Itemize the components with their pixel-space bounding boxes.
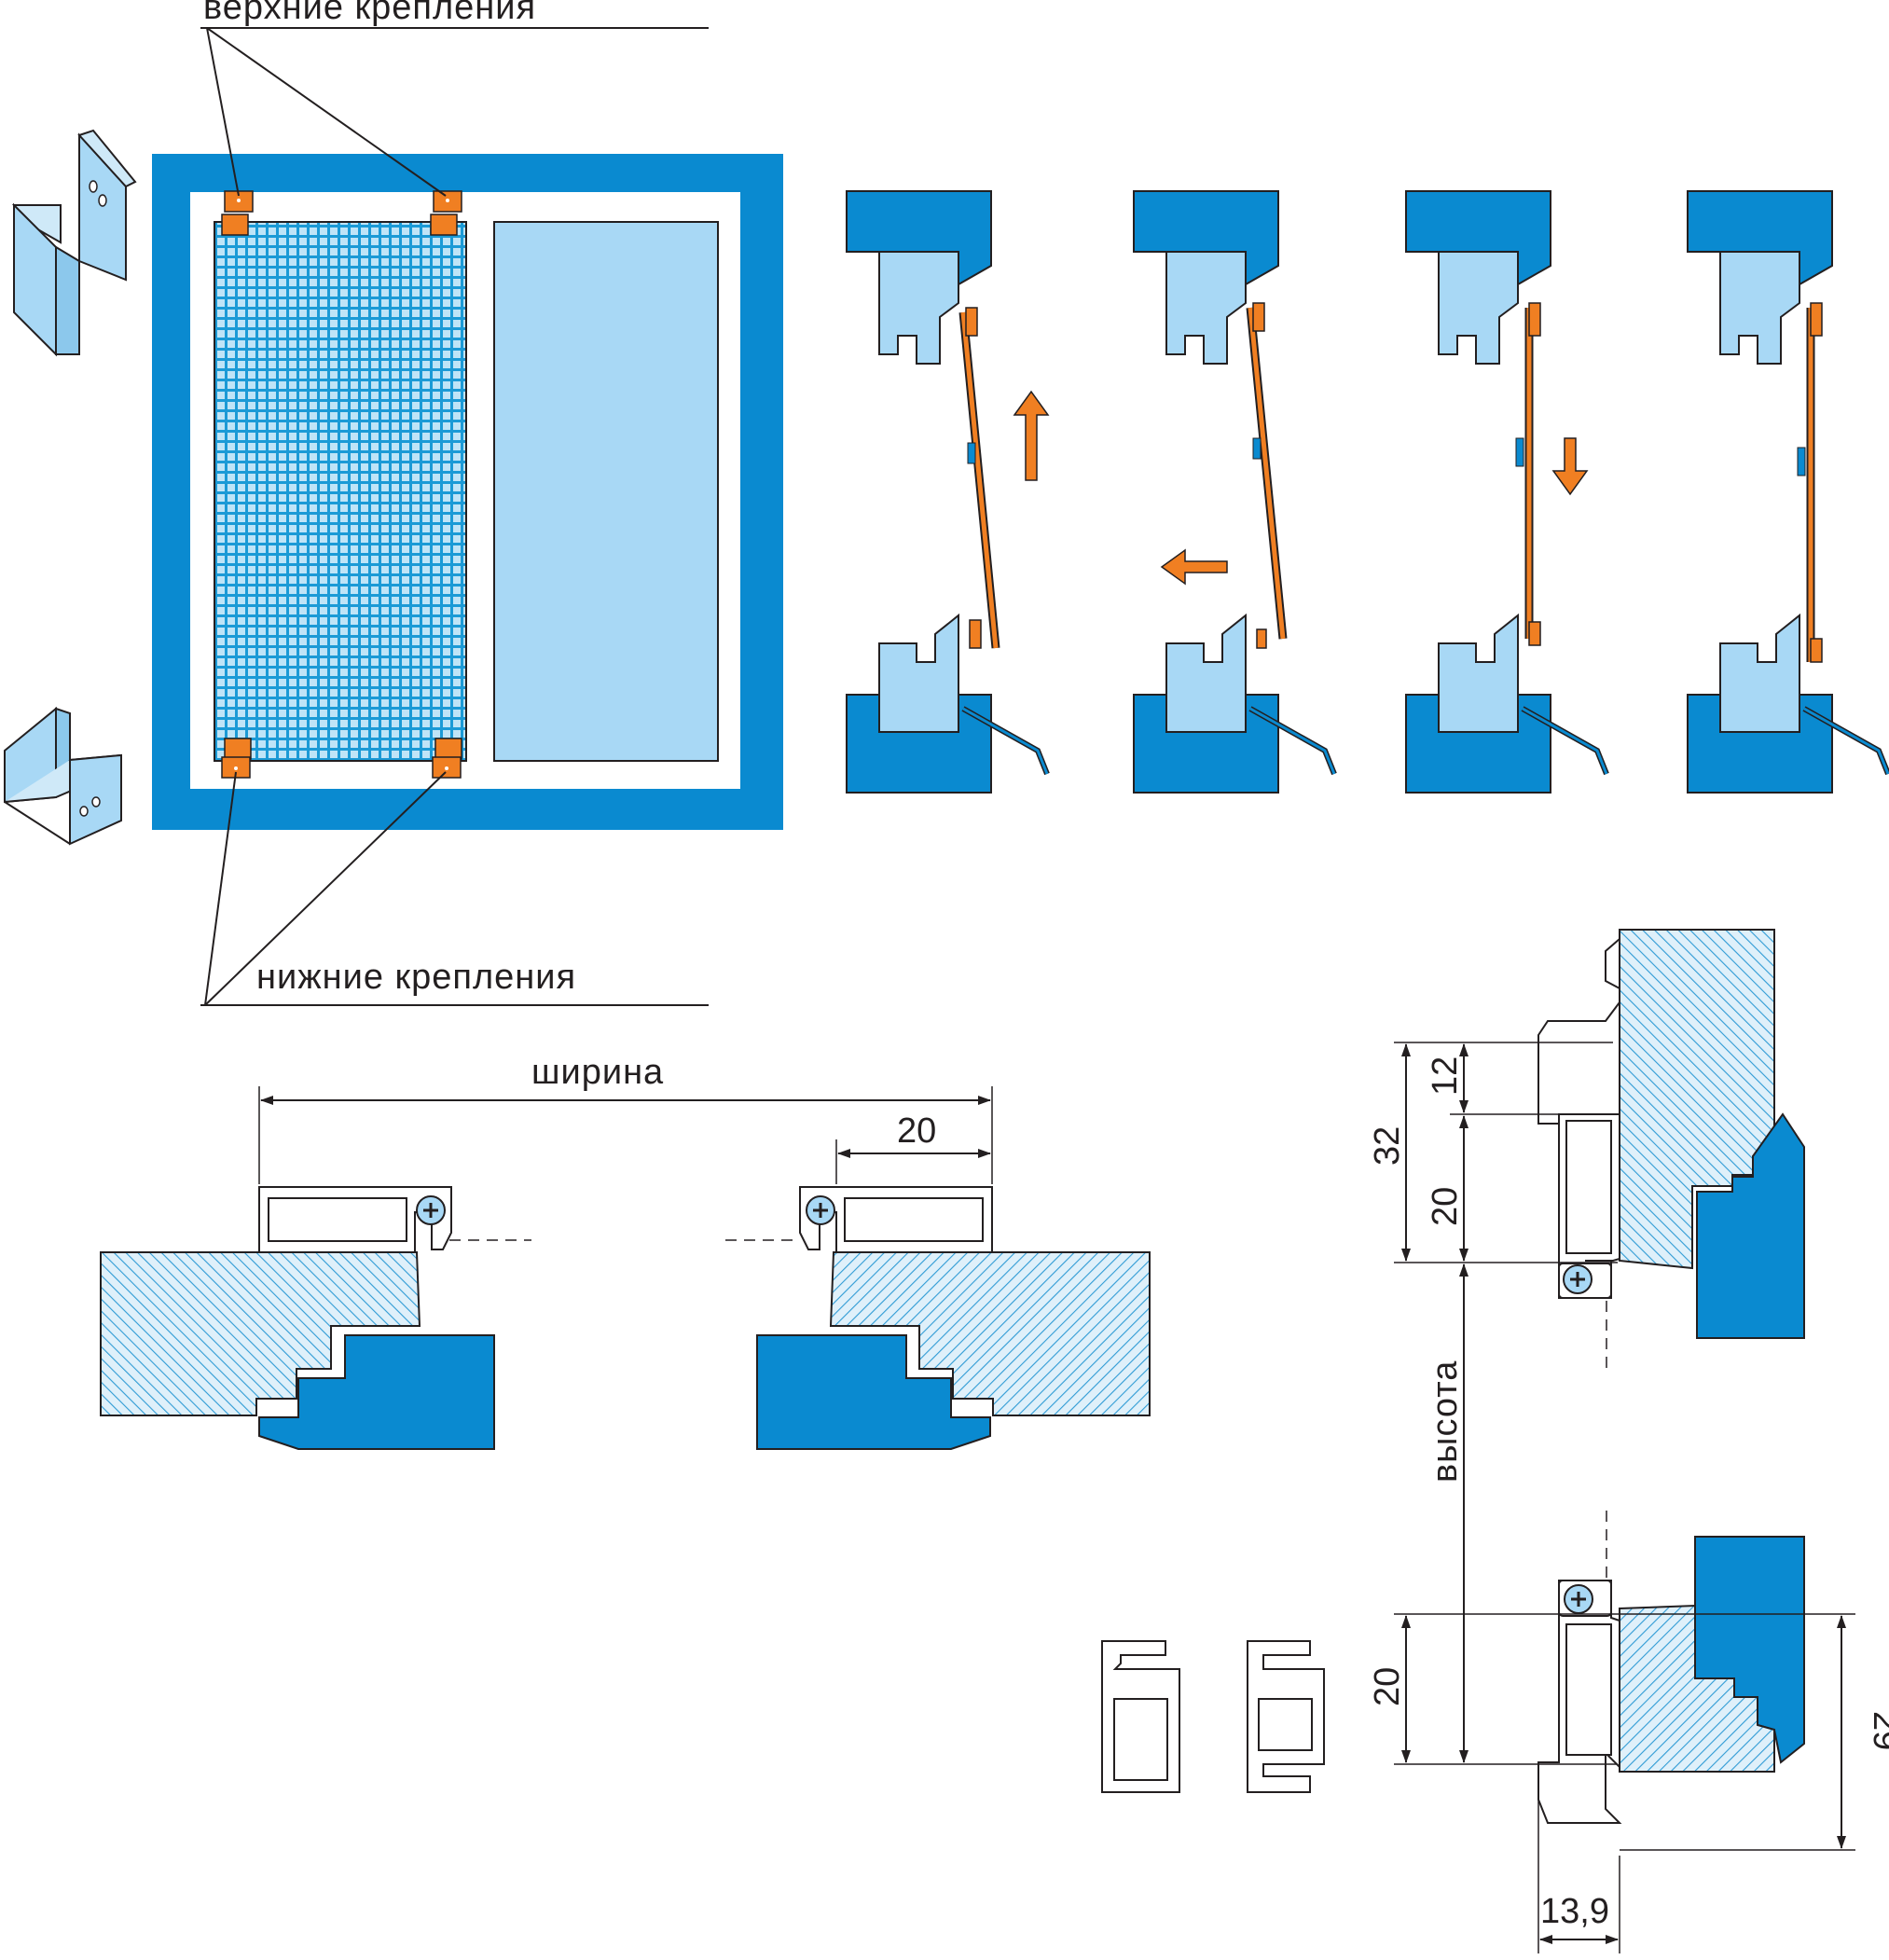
bottom-total-dimension: 29 — [1866, 1711, 1889, 1750]
width-label: ширина — [531, 1053, 664, 1092]
arrow-up-icon — [1013, 390, 1050, 481]
screw-icon — [1563, 1583, 1594, 1615]
window-front-view — [152, 154, 783, 830]
bottom-fastener-left — [221, 738, 252, 779]
glass-pane — [493, 221, 719, 762]
top-gap-dimension: 12 — [1426, 1056, 1465, 1096]
height-section-view: 32 12 20 высота 20 29 13,9 — [1368, 929, 1889, 1953]
bottom-fastener-right — [432, 738, 462, 779]
top-fastener-right — [430, 190, 462, 236]
z-bracket-icon — [12, 129, 137, 357]
top-total-dimension: 32 — [1368, 1126, 1407, 1166]
screw-icon — [415, 1194, 447, 1226]
bottom-profile-dimension: 20 — [1368, 1667, 1407, 1706]
install-step-4 — [1688, 191, 1888, 793]
arrow-left-icon — [1160, 548, 1228, 586]
top-profile-dimension: 20 — [1426, 1187, 1465, 1226]
top-fasteners-label: верхние крепления — [203, 0, 536, 27]
mosquito-net-panel — [214, 221, 467, 762]
install-step-1 — [847, 191, 1048, 793]
top-fasteners-callout: верхние крепления — [200, 0, 709, 197]
screw-icon — [1562, 1263, 1593, 1295]
bottom-fasteners-callout: нижние крепления — [200, 771, 709, 1006]
width-section-view: ширина 20 — [100, 1053, 1151, 1450]
bottom-fasteners-label: нижние крепления — [256, 958, 576, 997]
screw-icon — [805, 1194, 836, 1226]
arrow-down-icon — [1551, 437, 1589, 496]
z-bracket-icon — [4, 706, 122, 846]
install-step-2 — [1134, 191, 1334, 793]
side-offset-dimension: 20 — [897, 1111, 936, 1151]
depth-dimension: 13,9 — [1540, 1892, 1609, 1931]
top-fastener-left — [221, 190, 254, 236]
profile-section-2 — [1247, 1640, 1325, 1793]
height-label: высота — [1426, 1360, 1465, 1483]
install-step-3 — [1406, 191, 1606, 793]
profile-section-1 — [1101, 1640, 1180, 1793]
